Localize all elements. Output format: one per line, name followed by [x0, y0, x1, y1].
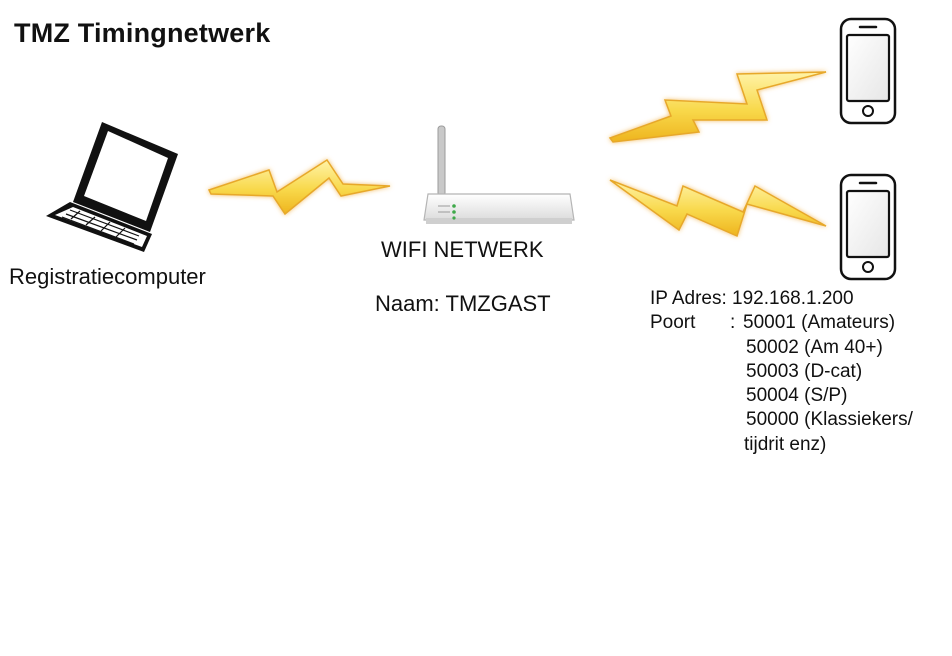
port-label: Poort: [650, 312, 696, 334]
laptop-label: Registratiecomputer: [9, 264, 206, 289]
lightning-bolt-icon: [207, 158, 391, 216]
wifi-router-icon: [423, 125, 575, 224]
port-line: Poort : 50001 (Amateurs): [650, 311, 913, 335]
router-name: Naam: TMZGAST: [375, 291, 551, 316]
port-item: 50003 (D-cat): [746, 360, 863, 382]
port-item: 50000 (Klassiekers/: [746, 409, 913, 431]
laptop-icon: [46, 122, 178, 252]
smartphone-icon: [839, 17, 897, 125]
lightning-bolt-icon: [608, 71, 827, 143]
ip-value: 192.168.1.200: [732, 288, 854, 309]
connection-info: IP Adres: 192.168.1.200 Poort : 50001 (A…: [650, 287, 913, 457]
router-label: WIFI NETWERK: [381, 237, 544, 262]
smartphone-icon: [839, 173, 897, 281]
lightning-bolt-icon: [609, 179, 827, 238]
diagram-title: TMZ Timingnetwerk: [14, 18, 271, 48]
port-separator: :: [730, 312, 736, 334]
port-item-continuation: tijdrit enz): [744, 433, 827, 455]
ip-line: IP Adres: 192.168.1.200: [650, 287, 913, 311]
port-item: 50001 (Amateurs): [743, 312, 896, 334]
port-item: 50002 (Am 40+): [746, 336, 883, 358]
port-item: 50004 (S/P): [746, 385, 848, 407]
ip-label: IP Adres:: [650, 288, 727, 309]
